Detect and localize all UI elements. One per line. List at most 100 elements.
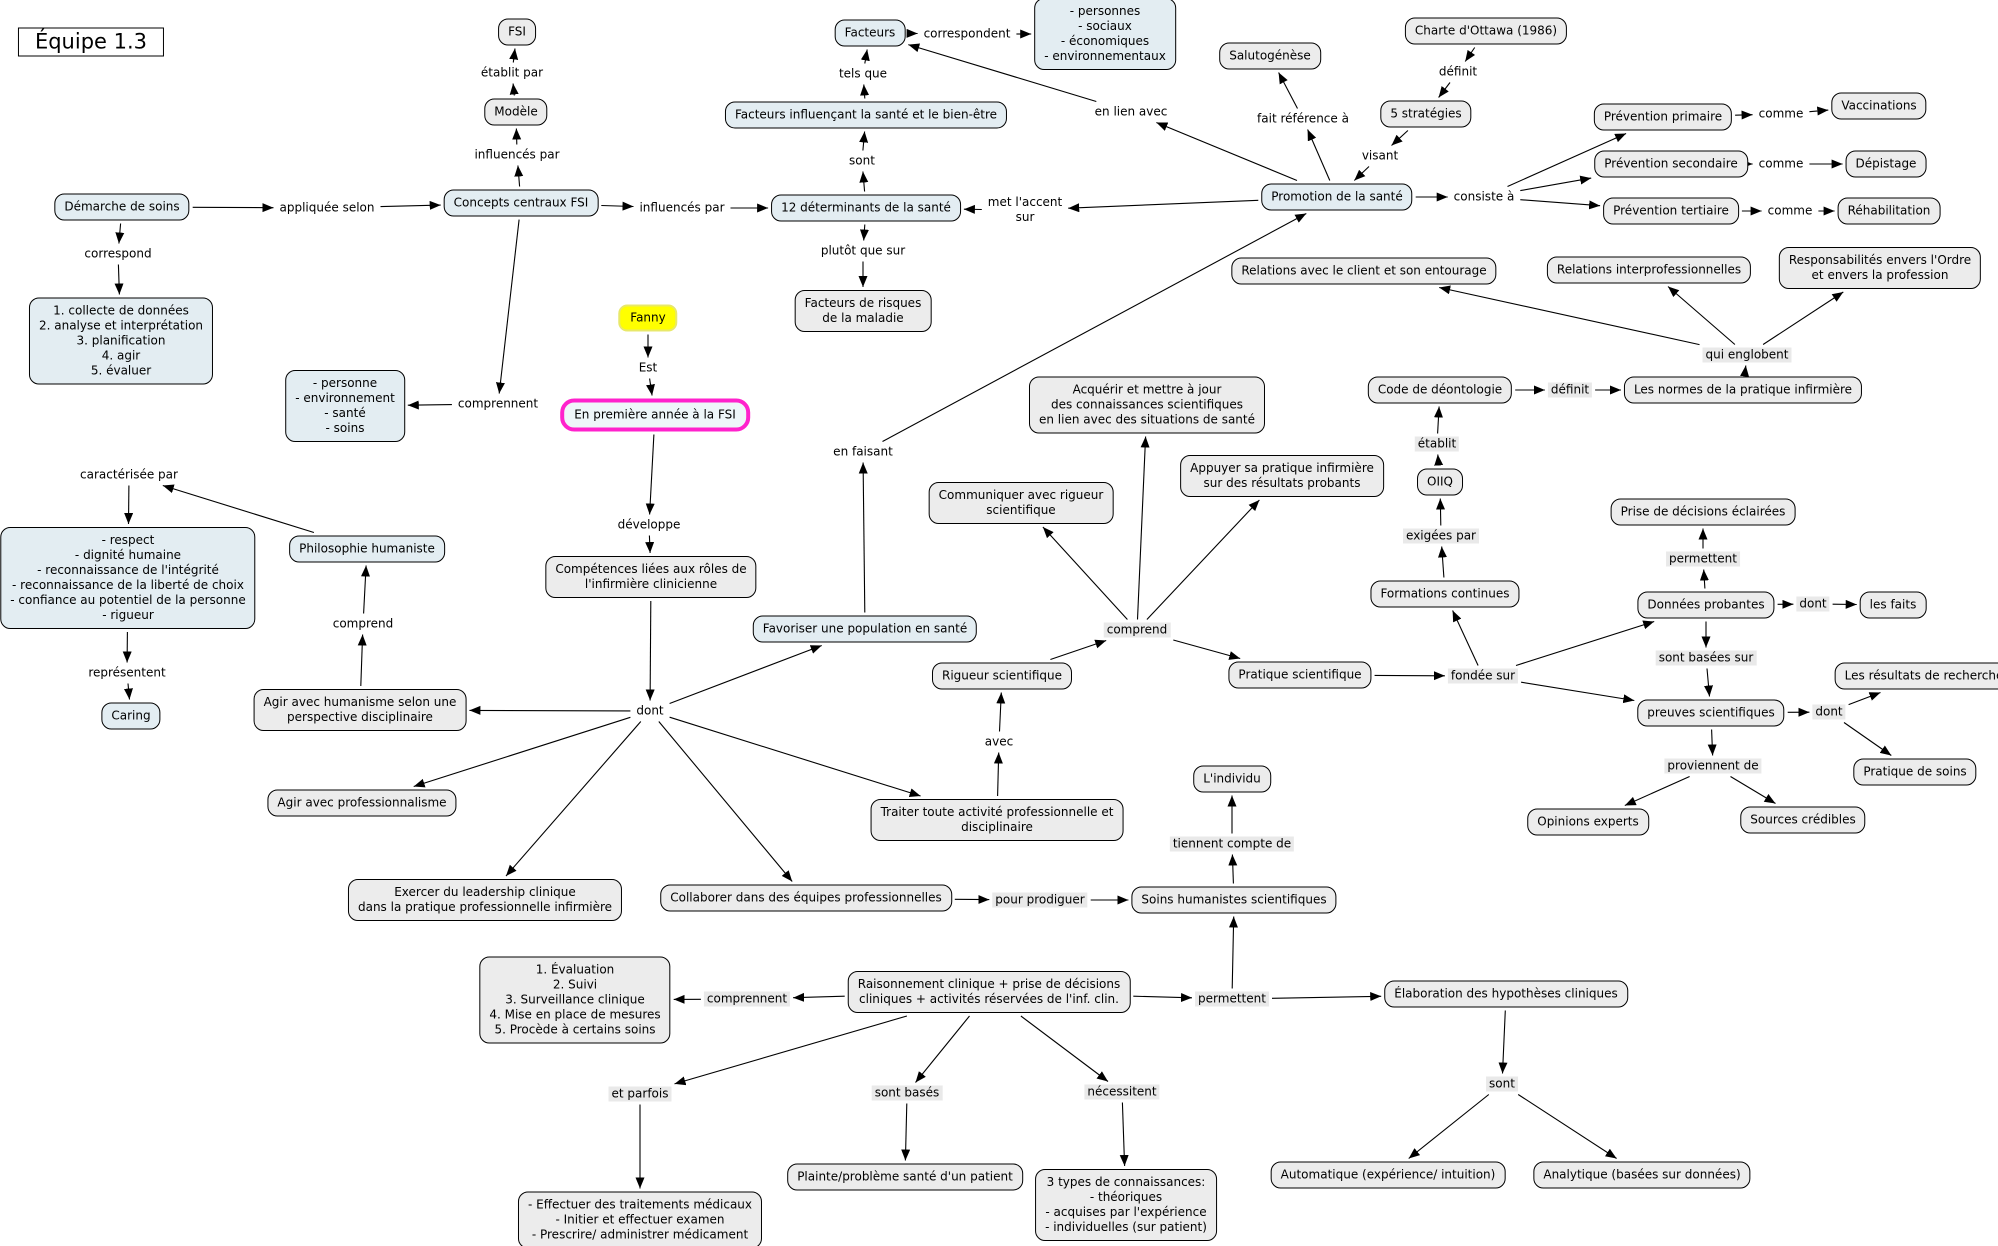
link-label-l_definit_top[interactable]: définit [1435,64,1481,80]
link-label-l_fait_ref[interactable]: fait référence à [1254,111,1352,127]
node-det12[interactable]: 12 déterminants de la santé [771,194,961,222]
link-label-l_caracterisee[interactable]: caractérisée par [77,467,181,483]
node-traiter[interactable]: Traiter toute activité professionnelle e… [870,799,1124,841]
node-facteurs[interactable]: Facteurs [834,19,906,47]
link-label-l_dont_d[interactable]: dont [1796,596,1830,612]
node-philosophie[interactable]: Philosophie humaniste [289,535,445,563]
node-rehabilitation[interactable]: Réhabilitation [1837,197,1941,225]
link-label-l_correspondent[interactable]: correspondent [920,26,1014,42]
link-label-l_pour_prodiguer[interactable]: pour prodiguer [992,892,1088,908]
link-label-l_dont_c[interactable]: dont [633,703,667,719]
link-label-l_visant[interactable]: visant [1358,148,1402,164]
link-label-l_fondee[interactable]: fondée sur [1447,668,1519,684]
node-code_deont[interactable]: Code de déontologie [1367,376,1513,404]
node-preuves[interactable]: preuves scientifiques [1637,699,1785,727]
node-analytique[interactable]: Analytique (basées sur données) [1533,1161,1751,1189]
node-formations[interactable]: Formations continues [1370,580,1520,608]
link-label-l_etablit[interactable]: établit [1414,436,1460,452]
node-vaccinations[interactable]: Vaccinations [1831,92,1927,120]
link-label-l_correspond[interactable]: correspond [81,246,155,262]
link-label-l_comme2[interactable]: comme [1755,156,1807,172]
node-normes[interactable]: Les normes de la pratique infirmière [1623,376,1863,404]
link-label-l_plutot[interactable]: plutôt que sur [817,243,909,259]
link-label-l_definit2[interactable]: définit [1547,382,1593,398]
node-premiere_annee[interactable]: En première année à la FSI [560,398,750,432]
node-depistage[interactable]: Dépistage [1845,150,1927,178]
node-rel_client[interactable]: Relations avec le client et son entourag… [1231,257,1497,285]
node-personnes_list[interactable]: - personnes- sociaux- économiques- envir… [1034,0,1176,70]
node-collaborer[interactable]: Collaborer dans des équipes professionne… [660,884,952,912]
link-label-l_permettent_top[interactable]: permettent [1666,551,1740,567]
node-equipe[interactable]: Équipe 1.3 [17,27,165,57]
node-individu[interactable]: L'individu [1193,765,1271,793]
link-label-l_en_lien[interactable]: en lien avec [1091,104,1171,120]
link-label-l_dont_p[interactable]: dont [1812,704,1846,720]
node-concepts[interactable]: Concepts centraux FSI [443,189,599,217]
node-oiiq[interactable]: OIIQ [1417,468,1463,496]
link-label-l_et_parfois[interactable]: et parfois [608,1086,672,1102]
node-donnees_prob[interactable]: Données probantes [1637,591,1775,619]
link-label-l_comme3[interactable]: comme [1764,203,1816,219]
node-promotion[interactable]: Promotion de la santé [1261,183,1413,211]
node-effectuer[interactable]: - Effectuer des traitements médicaux- In… [517,1191,763,1246]
node-fact_infl[interactable]: Facteurs influençant la santé et le bien… [724,101,1008,129]
node-prise_dec[interactable]: Prise de décisions éclairées [1610,498,1796,526]
node-salutogenese[interactable]: Salutogénèse [1219,42,1321,70]
link-label-l_tiennent[interactable]: tiennent compte de [1169,836,1295,852]
link-label-l_est[interactable]: Est [635,360,661,376]
node-sources[interactable]: Sources crédibles [1740,806,1866,834]
node-demarche[interactable]: Démarche de soins [54,193,190,221]
node-prev1[interactable]: Prévention primaire [1593,103,1733,131]
node-fanny[interactable]: Fanny [618,304,678,332]
link-label-l_comme1[interactable]: comme [1755,106,1807,122]
link-label-l_sont_basees[interactable]: sont basées sur [1655,650,1757,666]
node-opinions[interactable]: Opinions experts [1527,808,1649,836]
link-label-l_exigees[interactable]: exigées par [1403,528,1479,544]
link-label-l_representent[interactable]: représentent [85,665,169,681]
node-raisonnement[interactable]: Raisonnement clinique + prise de décisio… [847,971,1131,1013]
link-label-l_appliquee[interactable]: appliquée selon [276,200,378,216]
link-label-l_qui_englobent[interactable]: qui englobent [1702,347,1792,363]
link-label-l_influences_v[interactable]: influencés par [471,147,563,163]
link-label-l_proviennent[interactable]: proviennent de [1664,758,1762,774]
link-label-l_influences_h[interactable]: influencés par [636,200,728,216]
node-pratique_soins[interactable]: Pratique de soins [1853,758,1977,786]
link-label-l_en_faisant[interactable]: en faisant [830,444,896,460]
node-charte[interactable]: Charte d'Ottawa (1986) [1404,17,1568,45]
link-label-l_permettent_bot[interactable]: permettent [1195,991,1269,1007]
link-label-l_etablit_par[interactable]: établit par [477,65,547,81]
link-label-l_tels_que[interactable]: tels que [835,66,891,82]
node-faits[interactable]: les faits [1859,591,1927,619]
link-label-l_sont_top[interactable]: sont [846,153,878,169]
link-label-l_sont_bases[interactable]: sont basés [871,1085,943,1101]
node-resultats_rech[interactable]: Les résultats de recherche [1834,662,1998,690]
node-favoriser[interactable]: Favoriser une population en santé [752,615,978,643]
node-respect_list[interactable]: - respect- dignité humaine- reconnaissan… [0,527,256,629]
link-label-l_avec[interactable]: avec [981,734,1017,750]
node-automatique[interactable]: Automatique (expérience/ intuition) [1270,1161,1506,1189]
link-label-l_comprend_m[interactable]: comprend [1103,622,1171,638]
node-personne_list[interactable]: - personne- environnement- santé- soins [285,370,405,442]
node-prev2[interactable]: Prévention secondaire [1594,150,1748,178]
link-label-l_developpe[interactable]: développe [614,517,684,533]
link-label-l_comprennent_bot[interactable]: comprennent [703,991,791,1007]
node-soins_hum[interactable]: Soins humanistes scientifiques [1131,886,1337,914]
node-pratique_sci[interactable]: Pratique scientifique [1228,661,1372,689]
node-fsi[interactable]: FSI [498,18,536,46]
link-label-l_sont_bot[interactable]: sont [1486,1076,1518,1092]
link-label-l_comprend_l[interactable]: comprend [329,616,397,632]
node-plainte[interactable]: Plainte/problème santé d'un patient [787,1163,1023,1191]
link-label-l_comprennent_top[interactable]: comprennent [454,396,542,412]
node-modele[interactable]: Modèle [484,98,548,126]
